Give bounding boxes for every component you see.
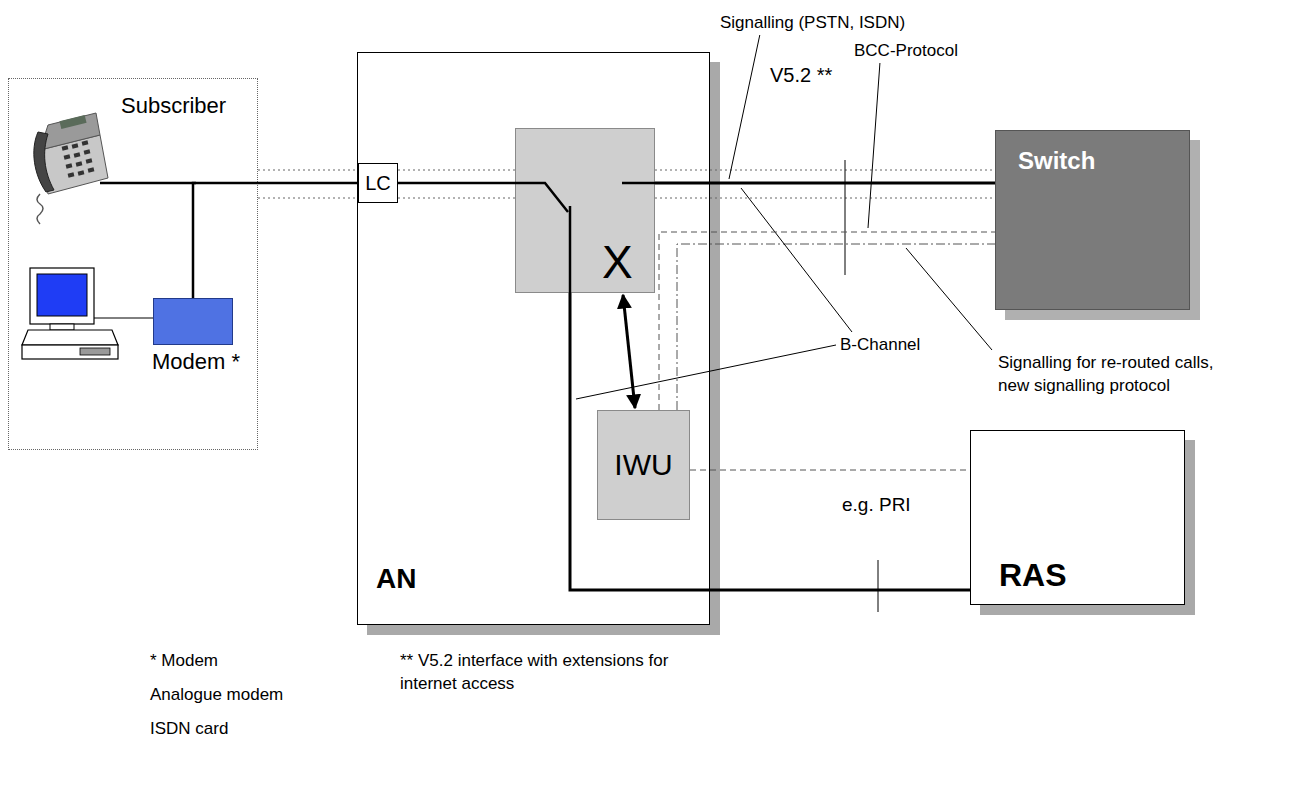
drawing-part xyxy=(82,140,89,145)
line-connector xyxy=(570,293,970,590)
modem-box: Modem * xyxy=(153,298,233,345)
access-network-box: AN LC X IWU xyxy=(357,52,710,625)
signalling-path xyxy=(677,244,995,410)
annotation-label: e.g. PRI xyxy=(840,492,913,518)
interworking-unit-box: IWU xyxy=(597,410,690,520)
drawing-part xyxy=(74,152,81,157)
drawing-part xyxy=(59,115,86,129)
drawing-part xyxy=(878,560,879,612)
switch-symbol xyxy=(515,183,655,293)
node-label: Switch xyxy=(1018,149,1095,173)
switch-box: Switch xyxy=(995,130,1190,310)
drawing-part xyxy=(258,170,995,171)
drawing-part xyxy=(569,206,572,293)
signalling-connector xyxy=(690,470,970,471)
drawing-part xyxy=(84,149,91,154)
annotation-label: V5.2 ** xyxy=(768,62,834,89)
drawing-part xyxy=(50,324,74,330)
drawing-part xyxy=(80,348,110,355)
drawing-part xyxy=(868,62,880,228)
drawing-part xyxy=(62,145,69,150)
drawing-part xyxy=(30,268,94,324)
cross-connect-box: X xyxy=(515,128,655,293)
annotation-label: Signalling for re-routed calls, new sign… xyxy=(996,352,1250,398)
line-connector xyxy=(655,182,995,185)
signalling-connector xyxy=(659,232,995,410)
line-card-box: LC xyxy=(358,163,398,203)
drawing-part xyxy=(22,345,118,359)
drawing-part xyxy=(86,158,93,163)
footnote-text: ISDN card xyxy=(148,718,230,741)
drawing-part xyxy=(37,194,43,224)
node-label: IWU xyxy=(614,450,672,480)
drawing-part xyxy=(22,330,118,345)
drawing-part xyxy=(62,140,95,177)
drawing-part xyxy=(40,113,100,150)
drawing-part xyxy=(37,274,87,316)
drawing-part xyxy=(78,170,85,175)
footnote-text: ** V5.2 interface with extensions for in… xyxy=(398,650,714,696)
drawing-part xyxy=(515,183,568,212)
node-label: X xyxy=(602,239,633,285)
drawing-part xyxy=(622,182,655,185)
node-label: RAS xyxy=(999,559,1067,591)
line-connector xyxy=(193,183,358,298)
node-label: Subscriber xyxy=(121,95,226,117)
drawing-part xyxy=(729,34,760,179)
drawing-part xyxy=(66,163,73,168)
footnote-text: * Modem xyxy=(148,650,220,673)
annotation-label: Signalling (PSTN, ISDN) xyxy=(718,12,907,35)
drawing-part xyxy=(76,161,83,166)
drawing-part xyxy=(258,198,995,199)
footnote-text: Analogue modem xyxy=(148,684,285,707)
dotted-path xyxy=(258,170,995,198)
modem-cable xyxy=(94,318,153,319)
drawing-part xyxy=(845,160,846,275)
node-label: Modem * xyxy=(152,351,240,373)
leader-lines xyxy=(576,34,992,612)
annotation-label: BCC-Protocol xyxy=(852,40,960,63)
drawing-part xyxy=(68,172,75,177)
line-connector xyxy=(623,295,635,408)
drawing-part xyxy=(34,132,54,192)
ras-box: RAS xyxy=(970,430,1185,605)
drawing-part xyxy=(64,154,71,159)
drawing-part xyxy=(88,167,95,172)
annotation-label: B-Channel xyxy=(838,334,922,357)
drawing-part xyxy=(576,345,836,399)
computer-icon xyxy=(22,268,118,359)
node-label: LC xyxy=(365,173,391,193)
drawing-part xyxy=(741,188,852,332)
line-connector xyxy=(398,182,515,185)
telephone-icon xyxy=(34,113,108,224)
node-label: AN xyxy=(376,565,416,593)
subscriber-line xyxy=(100,182,196,185)
drawing-part xyxy=(72,143,79,148)
